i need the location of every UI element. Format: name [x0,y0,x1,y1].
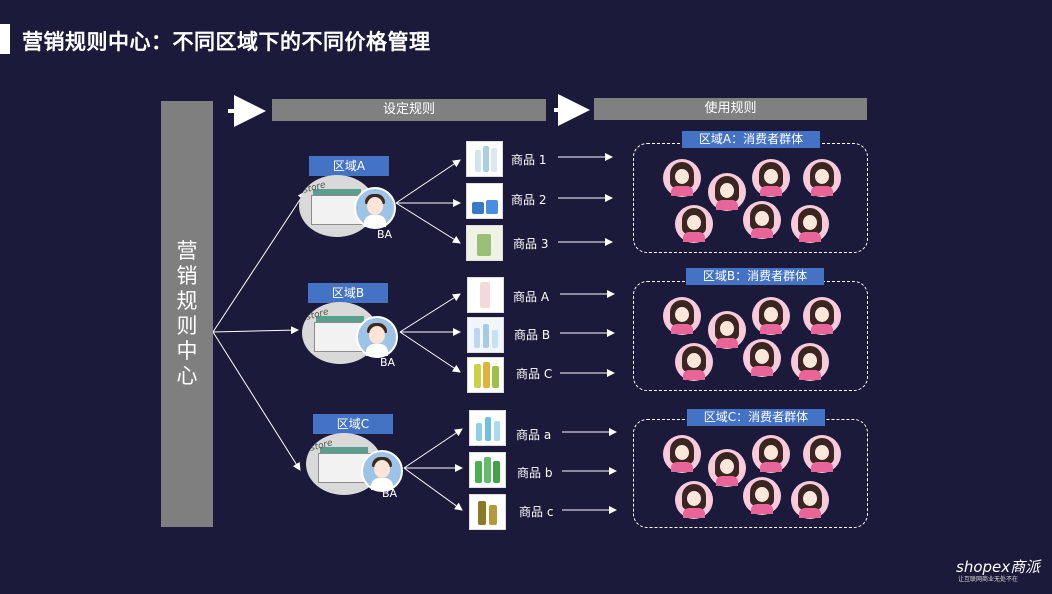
consumer-avatar-icon [791,205,829,243]
product-name: 商品 3 [513,237,549,251]
shopex-logo: shopex商派 [956,558,1041,576]
consumer-avatar-icon [708,449,746,487]
product-name: 商品 A [513,290,550,304]
ba-label: BA [382,487,398,500]
product-name: 商品 C [516,367,553,381]
center-label: 营销规则中心 [161,239,213,389]
logo-tagline: 让互联网商业无处不在 [958,576,1019,583]
consumer-avatar-icon [803,159,841,197]
ba-avatar-icon [356,316,398,358]
product-name: 商品 2 [511,193,547,207]
product-image [467,277,504,313]
consumer-avatar-icon [803,435,841,473]
consumer-avatar-icon [743,477,781,515]
product-name: 商品 c [519,505,554,519]
marketing-rule-center: 营销规则中心 [161,101,213,527]
product-image [466,141,503,177]
product-image [466,183,503,219]
consumer-avatar-icon [708,311,746,349]
group-b-label: 区域B：消费者群体 [686,268,824,285]
product-image [469,452,506,488]
consumer-avatar-icon [791,481,829,519]
center-label-text: 营销规则中心 [176,239,198,388]
product-name: 商品 1 [511,153,547,167]
region-c-label: 区域C [313,414,393,434]
product-name: 商品 a [516,428,552,442]
ba-label: BA [380,356,396,369]
consumer-avatar-icon [743,339,781,377]
consumer-avatar-icon [675,343,713,381]
ba-label: BA [377,228,393,241]
consumer-avatar-icon [803,297,841,335]
product-image [469,494,506,530]
title-accent-bar [0,24,10,54]
product-name: 商品 B [514,328,551,342]
page-title: 营销规则中心：不同区域下的不同价格管理 [22,30,431,54]
ba-avatar-icon [354,187,396,229]
product-image [467,317,504,353]
consumer-avatar-icon [752,297,790,335]
group-a-label: 区域A：消费者群体 [682,131,820,148]
consumer-avatar-icon [743,201,781,239]
header-set-rules: 设定规则 [272,99,546,121]
consumer-avatar-icon [663,297,701,335]
group-c-label: 区域C：消费者群体 [687,409,825,426]
product-name: 商品 b [517,466,553,480]
region-b-label: 区域B [308,283,388,303]
consumer-avatar-icon [752,159,790,197]
consumer-avatar-icon [752,435,790,473]
region-a-label: 区域A [309,156,389,176]
consumer-avatar-icon [663,159,701,197]
consumer-avatar-icon [675,205,713,243]
consumer-avatar-icon [663,435,701,473]
product-image [467,357,504,393]
header-use-rules: 使用规则 [594,98,867,120]
consumer-avatar-icon [708,173,746,211]
product-image [466,225,503,261]
consumer-avatar-icon [791,343,829,381]
product-image [469,410,506,446]
ba-avatar-icon [361,450,403,492]
consumer-avatar-icon [675,481,713,519]
